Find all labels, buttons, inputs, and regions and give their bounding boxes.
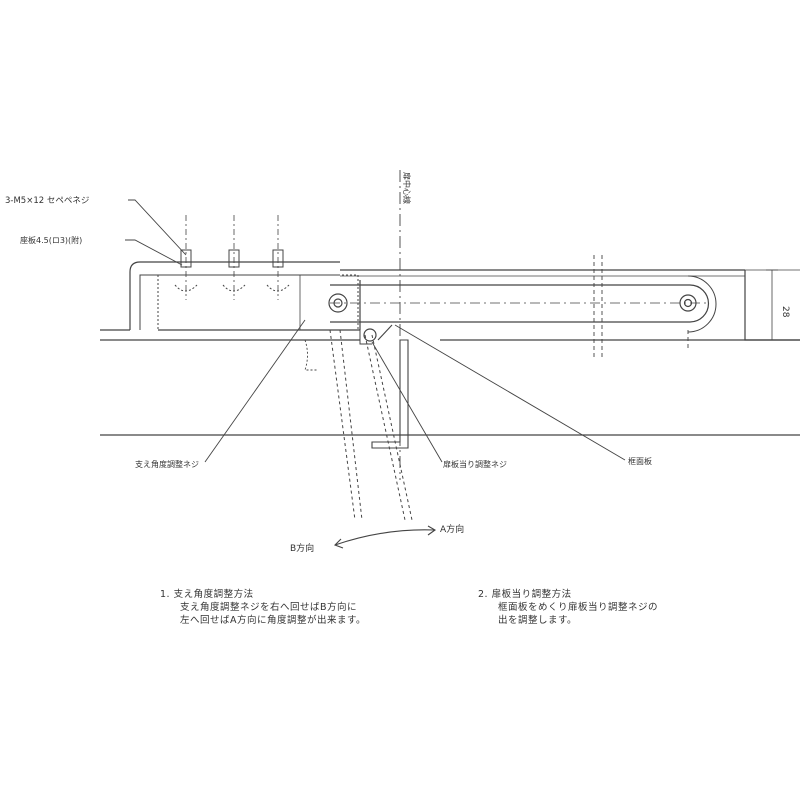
washer-plate-label: 座板4.5(ロ3)(附) bbox=[20, 235, 82, 245]
screw-spec-label: 3-M5×12 セペペネジ bbox=[5, 196, 89, 206]
frame-label: 框面板 bbox=[628, 456, 652, 466]
housing-outline bbox=[129, 261, 340, 330]
note-2: 2. 扉板当り調整方法 框面板をめくり扉板当り調整ネジの 出を調整します。 bbox=[478, 588, 658, 627]
note-2-line2: 出を調整します。 bbox=[498, 615, 578, 626]
body-block bbox=[157, 274, 359, 331]
direction-arrow bbox=[334, 529, 436, 546]
note-1: 1. 支え角度調整方法 支え角度調整ネジを右へ回せばB方向に 左へ回せばA方向に… bbox=[160, 588, 366, 627]
note-1-line1: 支え角度調整ネジを右へ回せばB方向に bbox=[180, 602, 358, 613]
centerline-label: 扉中心線 bbox=[402, 172, 412, 204]
top-screws bbox=[174, 249, 290, 292]
door-screw-label: 扉板当り調整ネジ bbox=[443, 459, 507, 469]
support-screw-label: 支え角度調整ネジ bbox=[135, 459, 199, 469]
arm bbox=[328, 275, 717, 333]
note-2-title: 2. 扉板当り調整方法 bbox=[478, 589, 572, 600]
note-1-line2: 左へ回せばA方向に角度調整が出来ます。 bbox=[180, 615, 367, 626]
direction-b-label: B方向 bbox=[290, 542, 314, 554]
note-2-line1: 框面板をめくり扉板当り調整ネジの bbox=[498, 602, 659, 613]
dimension-label: 28 bbox=[780, 306, 790, 318]
door-bracket bbox=[371, 339, 409, 449]
note-1-title: 1. 支え角度調整方法 bbox=[160, 589, 254, 600]
direction-a-label: A方向 bbox=[440, 523, 464, 535]
